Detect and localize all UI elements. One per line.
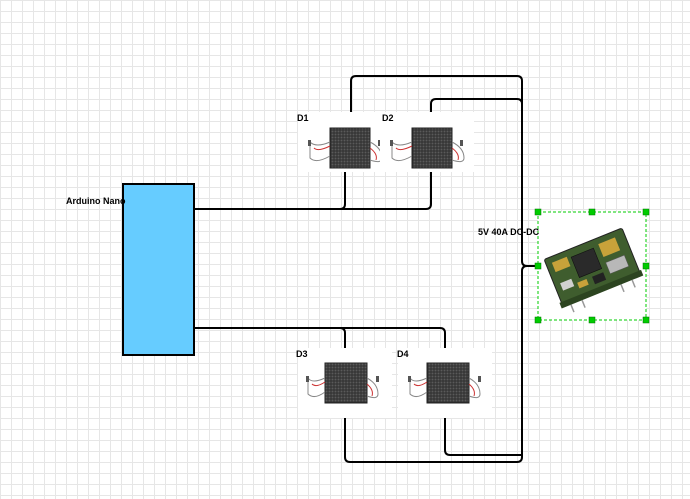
display-d3-label: D3: [296, 349, 308, 359]
wire-d3-data[interactable]: [194, 327, 346, 348]
resize-handle-se[interactable]: [642, 316, 650, 324]
display-d4[interactable]: [398, 348, 492, 418]
display-d4-label: D4: [397, 349, 409, 359]
resize-handle-w[interactable]: [534, 262, 542, 270]
wire-d4-data[interactable]: [194, 327, 446, 348]
resize-handle-s[interactable]: [588, 316, 596, 324]
display-d1[interactable]: [298, 112, 392, 172]
resize-handle-e[interactable]: [642, 262, 650, 270]
dcdc-converter[interactable]: [538, 212, 646, 320]
display-d2[interactable]: [380, 112, 474, 172]
resize-handle-nw[interactable]: [534, 208, 542, 216]
display-d1-label: D1: [297, 113, 309, 123]
wire-d1-data[interactable]: [194, 172, 346, 210]
dcdc-converter-label: 5V 40A DC-DC: [478, 227, 540, 237]
resize-handle-sw[interactable]: [534, 316, 542, 324]
arduino-nano-block[interactable]: [122, 183, 195, 356]
resize-handle-n[interactable]: [588, 208, 596, 216]
wire-d3-power[interactable]: [344, 265, 528, 463]
wire-d2-power[interactable]: [430, 98, 523, 112]
wire-d2-data[interactable]: [194, 172, 432, 210]
resize-handle-ne[interactable]: [642, 208, 650, 216]
wire-d1-power[interactable]: [350, 75, 538, 267]
arduino-nano-label: Arduino Nano: [66, 196, 126, 206]
wire-d4-power[interactable]: [444, 418, 522, 456]
display-d2-label: D2: [382, 113, 394, 123]
wires: [194, 75, 538, 463]
display-d3[interactable]: [298, 348, 392, 418]
